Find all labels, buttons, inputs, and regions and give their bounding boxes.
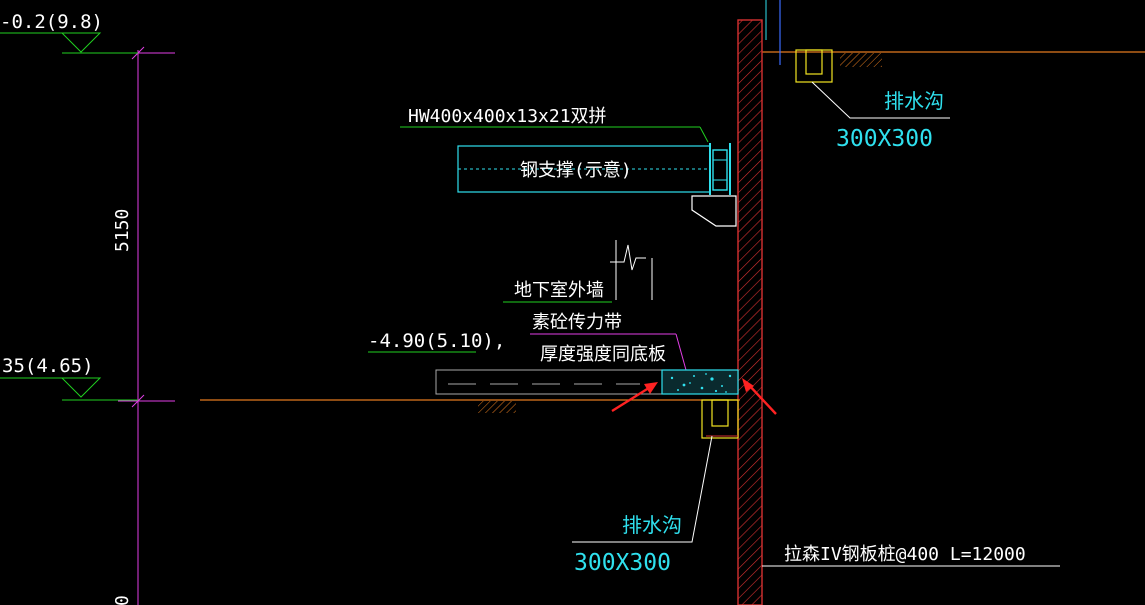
ground-line-top (762, 51, 1145, 67)
sheet-pile-label: 拉森IV钢板桩@400 L=12000 (784, 544, 1026, 565)
drain-bottom-size: 300X300 (574, 550, 671, 576)
bottom-dimension-label: 0 (112, 595, 133, 605)
steel-beam-label: HW400x400x13x21双拼 (408, 106, 607, 127)
thickness-label: 厚度强度同底板 (540, 344, 666, 365)
height-dimension-label: 5150 (112, 209, 133, 252)
drain-bottom: 排水沟 300X300 (572, 399, 739, 576)
level-bottom-label: 35(4.65) (2, 355, 94, 377)
force-band-callout: 素砼传力带 厚度强度同底板 (530, 312, 687, 371)
drain-top-size: 300X300 (836, 126, 933, 152)
basement-wall-callout: 地下室外墙 (503, 280, 612, 303)
slab-level-label: -4.90(5.10), (368, 330, 505, 352)
strut-label: 钢支撑(示意) (520, 160, 632, 181)
sheet-pile-wall (737, 0, 781, 605)
drain-bottom-label: 排水沟 (622, 513, 682, 537)
drain-top-label: 排水沟 (884, 89, 944, 113)
basement-wall-stub (610, 240, 653, 300)
steel-strut: 钢支撑(示意) (457, 143, 737, 227)
excavation-bottom-line (200, 399, 740, 413)
highlight-arrows (611, 378, 777, 415)
force-band-label: 素砼传力带 (532, 312, 622, 333)
height-dimension: 5150 0 (112, 46, 175, 605)
basement-wall-label: 地下室外墙 (514, 280, 604, 301)
level-top-label: -0.2(9.8) (0, 11, 103, 33)
slab-level-callout: -4.90(5.10), (368, 330, 505, 353)
floor-slab (435, 369, 663, 395)
drain-top: 排水沟 300X300 (795, 49, 950, 152)
level-marker-bottom: 35(4.65) (0, 355, 138, 401)
level-marker-top: -0.2(9.8) (0, 11, 138, 54)
concrete-force-band (661, 369, 739, 395)
steel-beam-callout: HW400x400x13x21双拼 (400, 106, 709, 143)
sheet-pile-callout: 拉森IV钢板桩@400 L=12000 (762, 544, 1060, 567)
